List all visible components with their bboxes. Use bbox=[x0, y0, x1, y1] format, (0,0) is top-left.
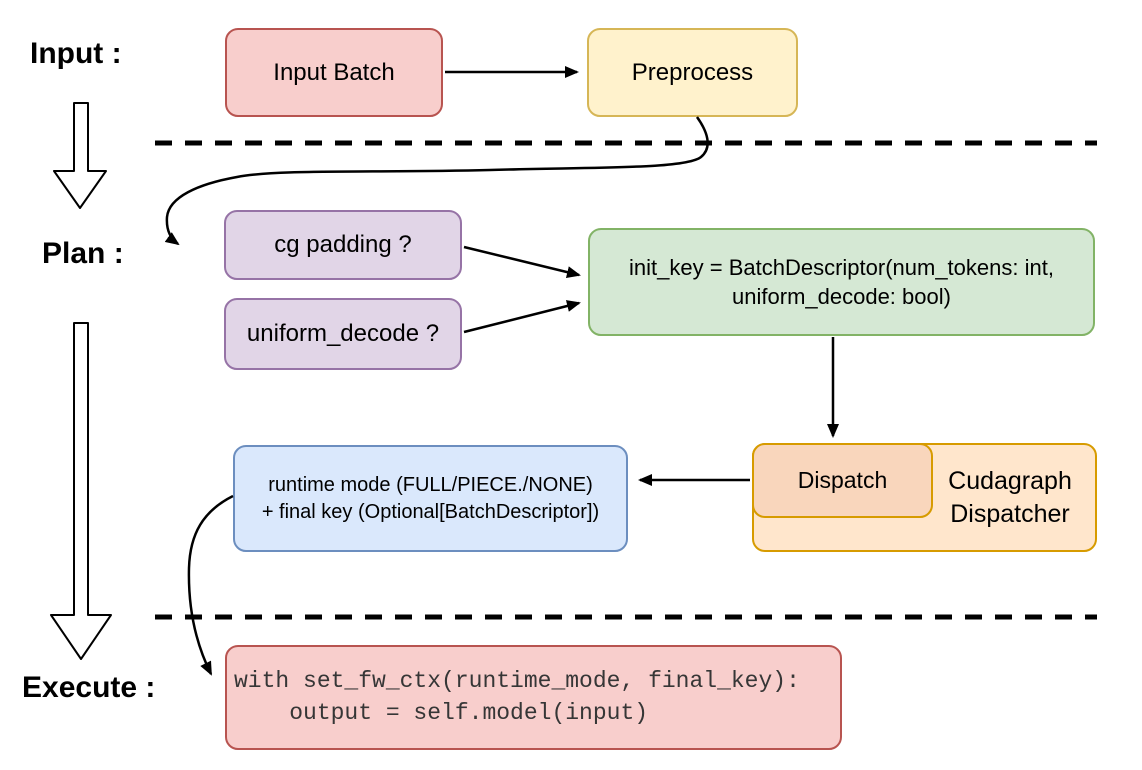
execute-code-node: with set_fw_ctx(runtime_mode, final_key)… bbox=[225, 645, 842, 750]
runtime-mode-node: runtime mode (FULL/PIECE./NONE) + final … bbox=[233, 445, 628, 552]
runtime-mode-line2: + final key (Optional[BatchDescriptor]) bbox=[261, 500, 600, 523]
cg-padding-label: cg padding ? bbox=[274, 231, 412, 259]
dispatch-node: Dispatch bbox=[752, 443, 933, 518]
init-key-line1: init_key = BatchDescriptor(num_tokens: i… bbox=[629, 254, 1054, 280]
cudagraph-dispatcher-label: Cudagraph Dispatcher bbox=[948, 467, 1072, 528]
uniform-decode-node: uniform_decode ? bbox=[224, 298, 462, 370]
plan-to-execute-down-arrow-icon bbox=[50, 322, 112, 660]
edge-runtimemode-to-execute bbox=[187, 494, 234, 676]
stage-label-plan: Plan : bbox=[42, 237, 124, 270]
runtime-mode-line1: runtime mode (FULL/PIECE./NONE) bbox=[268, 474, 593, 497]
edge-cgpadding-to-initkey bbox=[463, 245, 581, 278]
execute-code-line1: with set_fw_ctx(runtime_mode, final_key)… bbox=[234, 668, 800, 695]
dispatch-label: Dispatch bbox=[797, 467, 888, 494]
init-key-node: init_key = BatchDescriptor(num_tokens: i… bbox=[588, 228, 1095, 336]
input-batch-node: Input Batch bbox=[225, 28, 443, 117]
input-to-plan-down-arrow-icon bbox=[53, 102, 107, 209]
stage-label-input: Input : bbox=[30, 37, 122, 70]
edge-uniformdecode-to-initkey bbox=[463, 300, 581, 334]
preprocess-node: Preprocess bbox=[587, 28, 798, 117]
input-batch-label: Input Batch bbox=[273, 58, 395, 86]
init-key-line2: uniform_decode: bool) bbox=[732, 284, 951, 309]
stage-label-execute: Execute : bbox=[22, 671, 156, 704]
preprocess-label: Preprocess bbox=[631, 58, 754, 86]
uniform-decode-label: uniform_decode ? bbox=[246, 320, 440, 348]
cg-padding-node: cg padding ? bbox=[224, 210, 462, 280]
execute-code-line2: output = self.model(input) bbox=[234, 699, 649, 726]
